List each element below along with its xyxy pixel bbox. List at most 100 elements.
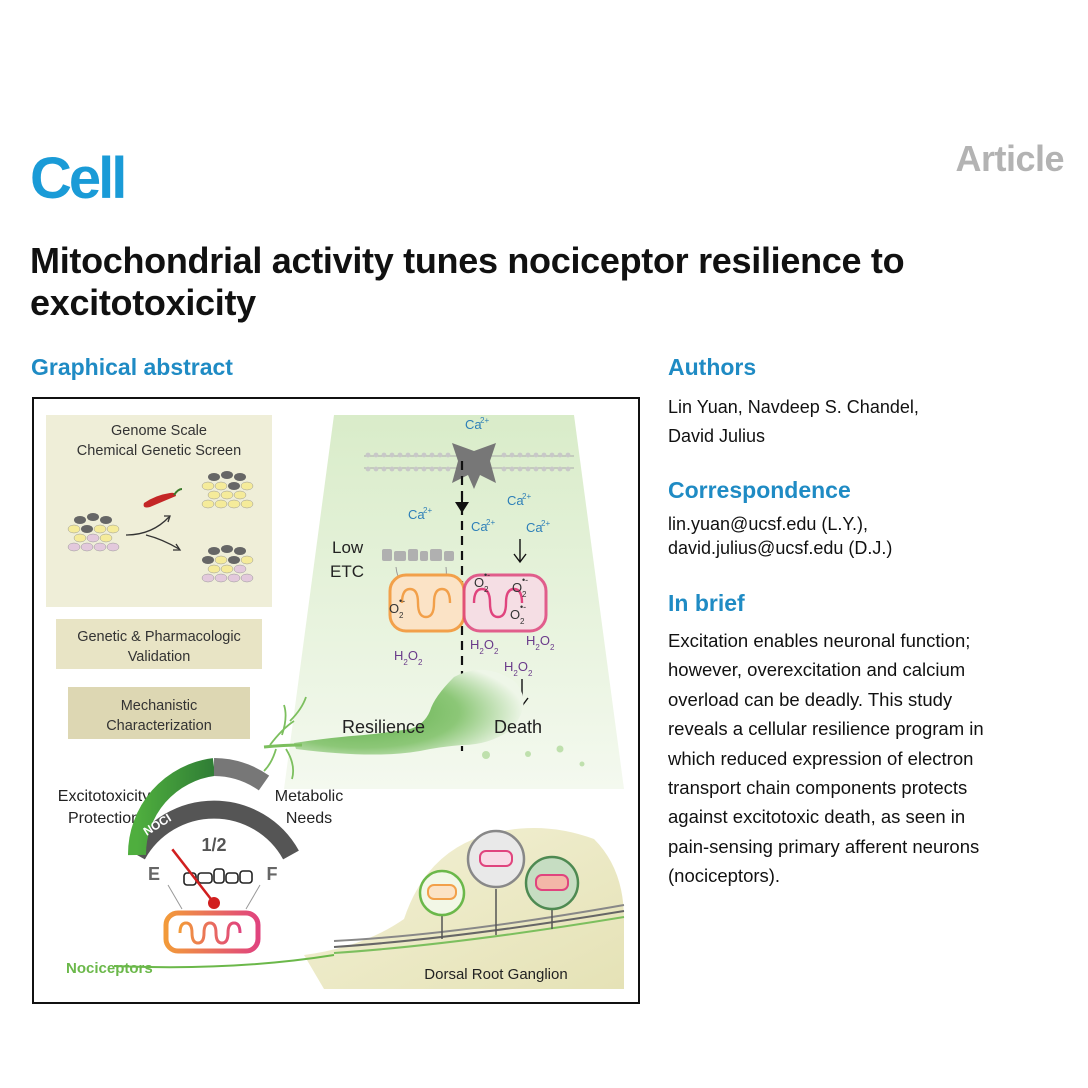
o-label: O [484,637,494,652]
o2-label: O [474,575,484,590]
gauge-arc [129,800,299,860]
o-sub: 2 [418,658,423,667]
brief-line: Excitation enables neuronal function; [668,630,971,651]
authors-line: David Julius [668,426,766,446]
gauge-pivot [208,897,220,909]
cell-cluster-icon [201,545,254,583]
mitochondrion-icon [462,573,548,633]
mechanistic-box: Mechanistic Characterization [68,687,250,739]
correspondence-emails: lin.yuan@ucsf.edu (L.Y.), david.julius@u… [668,512,1048,560]
validation-line: Validation [128,649,191,665]
h-sub: 2 [535,643,540,652]
graphical-abstract-figure: Genome Scale Chemical Genetic Screen [32,397,640,1004]
o2-sub: 2 [399,611,404,620]
o2-radical: •- [484,570,490,580]
o2-label: O [512,580,522,595]
authors-heading: Authors [668,354,757,380]
fragment-dots [482,745,585,767]
full-label: F [267,864,278,884]
ca-charge: 2+ [486,518,495,527]
brief-line: (nociceptors). [668,865,781,887]
ca-charge: 2+ [480,416,489,425]
brief-line: however, overexcitation and calcium [668,659,966,681]
cell-cluster-icon [201,471,254,509]
brief-line: which reduced expression of electron [668,747,974,769]
in-brief-text: Excitation enables neuronal function; ho… [668,626,1063,891]
hydrogen-peroxide-label: H2O2 H2O2 H2O2 H2O2 [394,633,555,678]
screen-title-line: Genome Scale [111,423,207,439]
branch-arrow-icon [125,515,182,551]
article-type-label: Article [955,138,1064,179]
metabolic-label: Needs [286,810,332,827]
resilience-label: Resilience [342,717,425,737]
ca-charge: 2+ [423,506,432,515]
validation-box: Genetic & Pharmacologic Validation [56,619,262,669]
calcium-label: Ca2+ Ca2+ Ca2+ Ca2+ Ca2+ [408,416,550,535]
brief-line: reveals a cellular resilience program in [668,718,984,740]
validation-line: Genetic & Pharmacologic [77,629,241,645]
h-label: H [526,633,535,648]
svg-text:H2O2: H2O2 [526,633,555,652]
neuron-cell-icon [418,869,466,917]
authors-list: Lin Yuan, Navdeep S. Chandel, David Juli… [668,393,1048,451]
screen-box: Genome Scale Chemical Genetic Screen [46,415,272,607]
low-etc-label: Low ETC [330,538,364,581]
ca-label: Ca [471,519,488,534]
fuel-gauge: Excitotoxicity Protection Metabolic Need… [58,758,343,954]
o2-radical: •- [522,575,528,585]
metabolic-label: Metabolic [275,788,343,805]
low-etc-line: ETC [330,562,364,581]
email-link[interactable]: david.julius@ucsf.edu (D.J.) [668,538,893,558]
cell-cluster-icon [67,513,120,552]
dorsal-root-ganglion: Nociceptors Dorsal Root Ganglion [66,828,625,989]
o2-radical: •- [520,602,526,612]
h-label: H [504,659,513,674]
o-sub: 2 [528,669,533,678]
cell-membrane [364,452,574,472]
in-brief-heading: In brief [668,590,745,616]
h-sub: 2 [513,669,518,678]
death-label: Death [494,717,542,737]
o2-sub: 2 [522,590,527,599]
o2-label: O [510,607,520,622]
o2-label: O [389,601,399,616]
etc-complex-icon [382,549,454,561]
half-label: 1/2 [201,835,226,855]
excitotoxicity-label: Protection [68,810,140,827]
brief-line: against excitotoxic death, as seen in [668,806,966,828]
ca-label: Ca [465,417,482,432]
o-label: O [408,648,418,663]
excitotoxicity-label: Excitotoxicity [58,788,150,805]
chili-pepper-icon [143,488,183,508]
ca-label: Ca [507,493,524,508]
arrow-down-icon [455,502,469,513]
neuron-soma [263,669,524,780]
svg-text:H2O2: H2O2 [470,637,499,656]
h-label: H [470,637,479,652]
gauge-needle [171,848,215,904]
o-sub: 2 [550,643,555,652]
gauge-green-arc [127,758,216,856]
svg-text:H2O2: H2O2 [504,659,533,678]
mechanistic-line: Characterization [106,718,212,734]
brief-line: pain-sensing primary afferent neurons [668,835,980,857]
o-label: O [540,633,550,648]
screen-title-line: Chemical Genetic Screen [77,443,241,459]
mitochondrion-icon [163,910,261,954]
ca-label: Ca [526,520,543,535]
ca-charge: 2+ [541,519,550,528]
neuron-cell-icon [466,829,526,889]
journal-logo: Cell [30,146,127,211]
email-link[interactable]: lin.yuan@ucsf.edu (L.Y.), [668,514,869,534]
o2-sub: 2 [484,585,489,594]
graphical-abstract-heading: Graphical abstract [31,354,233,380]
o2-radical: •- [399,596,405,606]
o-sub: 2 [494,647,499,656]
ca-charge: 2+ [522,492,531,501]
h-sub: 2 [479,647,484,656]
drg-label: Dorsal Root Ganglion [424,966,567,983]
arrow-down-icon [513,539,527,564]
nociceptors-label: Nociceptors [66,960,153,977]
brief-line: overload can be deadly. This study [668,688,953,710]
